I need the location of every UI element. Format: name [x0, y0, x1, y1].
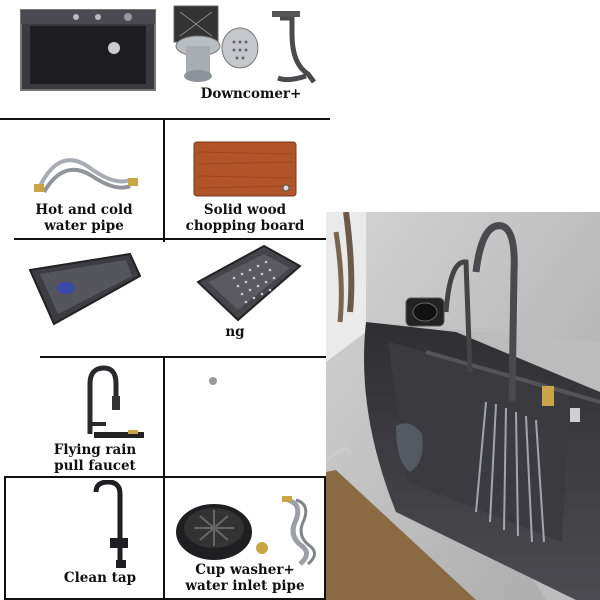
drain-basket-image: [196, 244, 302, 322]
clean-tap-image: [93, 480, 128, 568]
sink-top-image: [20, 9, 156, 91]
product-clean-tap: [86, 480, 146, 570]
caption-hose-2: water pipe: [44, 218, 124, 234]
pull-faucet-image: [87, 365, 144, 438]
caption-washer-1: Cup washer+: [195, 562, 295, 578]
caption-board-2: chopping board: [185, 218, 305, 234]
product-water-pipe: [30, 150, 140, 200]
caption-faucet-2: pull faucet: [54, 458, 136, 474]
product-drain-basket: [194, 242, 304, 322]
caption-basket-partial: ng: [225, 324, 245, 340]
caption-downcomer: Downcomer+: [200, 86, 302, 102]
caption-clean-tap: Clean tap: [63, 570, 137, 586]
product-sink-top: [18, 4, 158, 94]
grid-line-v3: [324, 476, 326, 600]
product-chopping-board: [192, 140, 298, 198]
installed-sink-image: [326, 212, 600, 600]
downcomer-image: [173, 5, 316, 84]
caption-hose-1: Hot and cold: [35, 202, 133, 218]
caption-washer-2: water inlet pipe: [185, 578, 305, 594]
grid-line-h1: [0, 118, 330, 120]
installed-sink-photo: [326, 212, 600, 600]
chopping-board-image: [193, 141, 297, 197]
product-tray: [26, 246, 144, 330]
product-pull-faucet: [60, 364, 150, 440]
grid-line-h5: [4, 598, 326, 600]
caption-board-1: Solid wood: [203, 202, 287, 218]
grid-line-v1: [163, 118, 165, 242]
product-cup-washer: [170, 494, 320, 568]
grid-line-v4: [4, 476, 6, 600]
product-small-item: [206, 374, 220, 388]
cup-washer-image: [176, 496, 316, 566]
caption-faucet-1: Flying rain: [53, 442, 137, 458]
grid-line-h2: [14, 238, 330, 240]
grid-line-h4: [4, 476, 328, 478]
water-pipe-image: [34, 158, 138, 194]
tray-image: [28, 252, 142, 326]
product-downcomer: [168, 4, 328, 88]
grid-line-h3: [40, 356, 330, 358]
grid-line-v2: [163, 358, 165, 600]
small-item-image: [209, 377, 217, 385]
